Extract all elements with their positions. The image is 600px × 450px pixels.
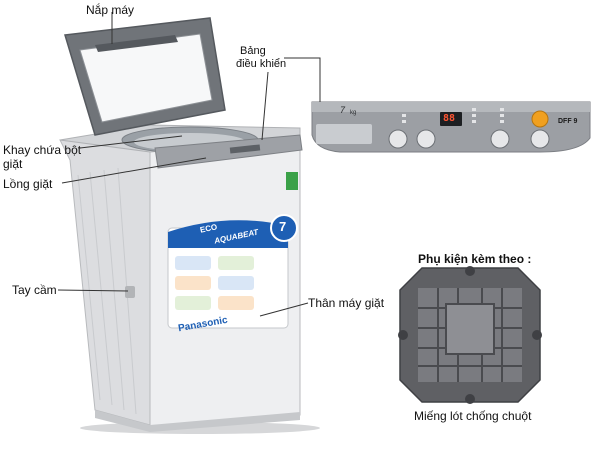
machine-base — [95, 410, 300, 432]
power-button — [531, 110, 549, 128]
label-control-panel-line1: Bảng — [240, 45, 266, 57]
panel-lcd — [440, 112, 462, 126]
sticker-banner — [168, 220, 288, 248]
leader-drum — [61, 157, 207, 184]
guard-center — [445, 303, 495, 355]
strip-display — [229, 144, 261, 154]
sticker-features — [175, 256, 254, 310]
label-drum: Lồng giặt — [3, 177, 53, 191]
panel-indicator-lights — [402, 108, 504, 123]
panel-capacity-value: 7 — [340, 105, 346, 115]
washing-machine — [59, 17, 320, 434]
label-detergent-tray-line2: giặt — [3, 157, 23, 171]
panel-lcd-digits: 88 — [443, 113, 456, 124]
side-ribs — [77, 167, 137, 415]
guard-corner-clips — [398, 266, 542, 404]
label-detergent-tray-line1: Khay chứa bột — [3, 143, 82, 157]
lid-handle — [95, 35, 178, 52]
label-body: Thân máy giặt — [308, 296, 385, 310]
leader-detergent-tray — [79, 135, 183, 149]
panel-tag: DFF 9 — [558, 118, 578, 125]
mouse-guard — [398, 266, 542, 404]
capacity-badge — [270, 214, 298, 242]
leader-handle — [57, 289, 129, 292]
panel-body — [311, 101, 591, 153]
energy-label — [286, 172, 298, 190]
label-accessories-title: Phụ kiện kèm theo : — [418, 252, 532, 266]
capacity-badge-value: 7 — [279, 219, 287, 234]
machine-control-strip — [154, 134, 303, 169]
leader-control-panel — [284, 57, 321, 102]
handle-slot — [125, 286, 135, 298]
label-control-panel-line2: điều khiển — [236, 58, 287, 70]
control-panel-closeup — [311, 101, 591, 153]
panel-capacity-unit: kg — [350, 110, 357, 116]
leader-lines — [57, 12, 321, 317]
label-lid: Nắp máy — [86, 3, 135, 17]
panel-buttons — [388, 129, 550, 149]
leader-body — [259, 302, 309, 317]
label-mouse-guard: Miếng lót chống chuột — [414, 409, 532, 423]
leader-control-panel-machine — [261, 71, 269, 141]
label-handle: Tay cầm — [12, 283, 57, 297]
panel-info-block — [316, 124, 372, 144]
panel-top-edge — [312, 102, 590, 112]
